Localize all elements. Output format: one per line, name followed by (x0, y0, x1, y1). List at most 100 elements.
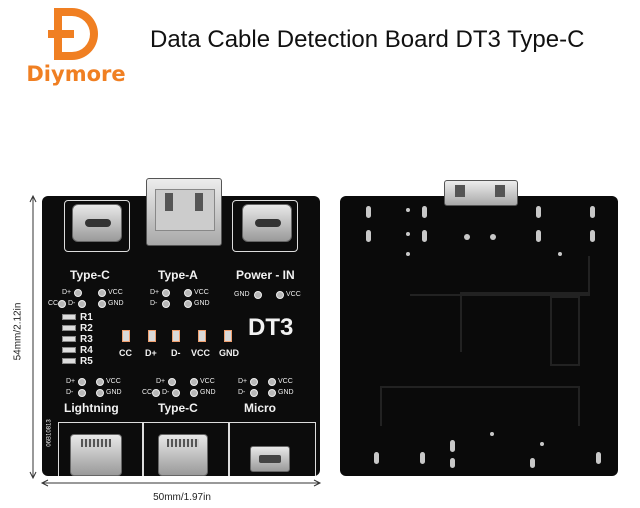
pin-label: GND (194, 300, 210, 307)
pin-pad (74, 289, 82, 297)
mount-hole (450, 440, 455, 452)
serial-number: 06B10813 (46, 419, 53, 447)
pin-pad (190, 378, 198, 386)
section-divider (228, 422, 230, 476)
pin-pad (276, 291, 284, 299)
pin-label: GND (200, 389, 216, 396)
bottom-section-outline (58, 422, 316, 476)
mount-hole (366, 230, 371, 242)
resistor (62, 336, 76, 342)
mount-hole (422, 206, 427, 218)
pin-pad (58, 300, 66, 308)
pin-pad (78, 378, 86, 386)
pin-label: CC (142, 389, 153, 396)
mount-hole (596, 452, 601, 464)
pin-pad (78, 389, 86, 397)
type-c-bottom-label: Type-C (158, 401, 198, 415)
resistor-label: R1 (80, 312, 93, 323)
resistor (62, 314, 76, 320)
mount-hole (420, 452, 425, 464)
type-a-connector (146, 178, 222, 246)
mount-hole (530, 458, 535, 468)
height-arrow-icon (29, 194, 37, 480)
section-divider (142, 422, 144, 476)
pin-pad (78, 300, 86, 308)
lightning-label: Lightning (64, 401, 119, 415)
mount-hole (374, 452, 379, 464)
brand-name: Diymore (26, 62, 126, 86)
pin-label: D- (162, 389, 170, 396)
pin-pad (162, 300, 170, 308)
mount-hole (422, 230, 427, 242)
type-a-label: Type-A (158, 268, 198, 282)
mount-hole (590, 206, 595, 218)
pin-label: VCC (106, 378, 121, 385)
via (490, 234, 496, 240)
via (558, 252, 562, 256)
mount-hole (536, 206, 541, 218)
pin-label: D- (66, 389, 74, 396)
front-board: Type-C Type-A Power - IN D+ VCC CC D- GN… (42, 178, 320, 476)
led-label-dminus: D- (171, 348, 181, 358)
pin-label: D+ (156, 378, 166, 385)
via (406, 208, 410, 212)
pin-label: D- (68, 300, 76, 307)
led-label-vcc: VCC (191, 348, 211, 358)
pin-label: VCC (286, 291, 301, 298)
via (406, 232, 410, 236)
pin-label: GND (108, 300, 124, 307)
via (490, 432, 494, 436)
power-in-port-outline (232, 200, 298, 252)
type-c-connector (72, 204, 122, 242)
type-c-bottom-connector (158, 434, 208, 476)
pin-pad (152, 389, 160, 397)
height-label: 54mm/2.12in (12, 302, 24, 361)
pin-label: D+ (66, 378, 76, 385)
lightning-connector (70, 434, 122, 476)
pin-pad (184, 300, 192, 308)
pcb-trace (550, 296, 580, 366)
led-label-cc: CC (119, 348, 132, 358)
resistor (62, 325, 76, 331)
pin-pad (172, 389, 180, 397)
pin-label: D+ (150, 289, 160, 296)
power-in-label: Power - IN (236, 268, 295, 282)
pin-pad (98, 289, 106, 297)
pin-pad (168, 378, 176, 386)
pin-pad (96, 389, 104, 397)
via (540, 442, 544, 446)
via (406, 252, 410, 256)
brand-logo: Diymore (14, 6, 134, 88)
diymore-logo-icon (48, 8, 98, 60)
pin-pad (96, 378, 104, 386)
pin-pad (254, 291, 262, 299)
micro-connector (250, 446, 290, 472)
pcb-trace (410, 256, 590, 296)
pin-label: D- (238, 389, 246, 396)
pin-label: VCC (278, 378, 293, 385)
mount-hole (536, 230, 541, 242)
resistor-label: R2 (80, 323, 93, 334)
pin-pad (250, 378, 258, 386)
pin-pad (190, 389, 198, 397)
mount-hole (450, 458, 455, 468)
width-label: 50mm/1.97in (153, 492, 211, 503)
resistor (62, 358, 76, 364)
led-indicator (224, 330, 232, 342)
pin-pad (98, 300, 106, 308)
mount-hole (590, 230, 595, 242)
resistor (62, 347, 76, 353)
resistor-label: R3 (80, 334, 93, 345)
type-a-back-connector (444, 180, 518, 206)
resistor-label: R5 (80, 356, 93, 367)
pin-pad (268, 389, 276, 397)
led-label-gnd: GND (219, 348, 239, 358)
led-indicator (122, 330, 130, 342)
pcb-trace (380, 386, 580, 426)
pcb-trace (460, 292, 590, 352)
led-indicator (148, 330, 156, 342)
pin-label: VCC (200, 378, 215, 385)
pin-pad (268, 378, 276, 386)
led-indicator (172, 330, 180, 342)
via (464, 234, 470, 240)
